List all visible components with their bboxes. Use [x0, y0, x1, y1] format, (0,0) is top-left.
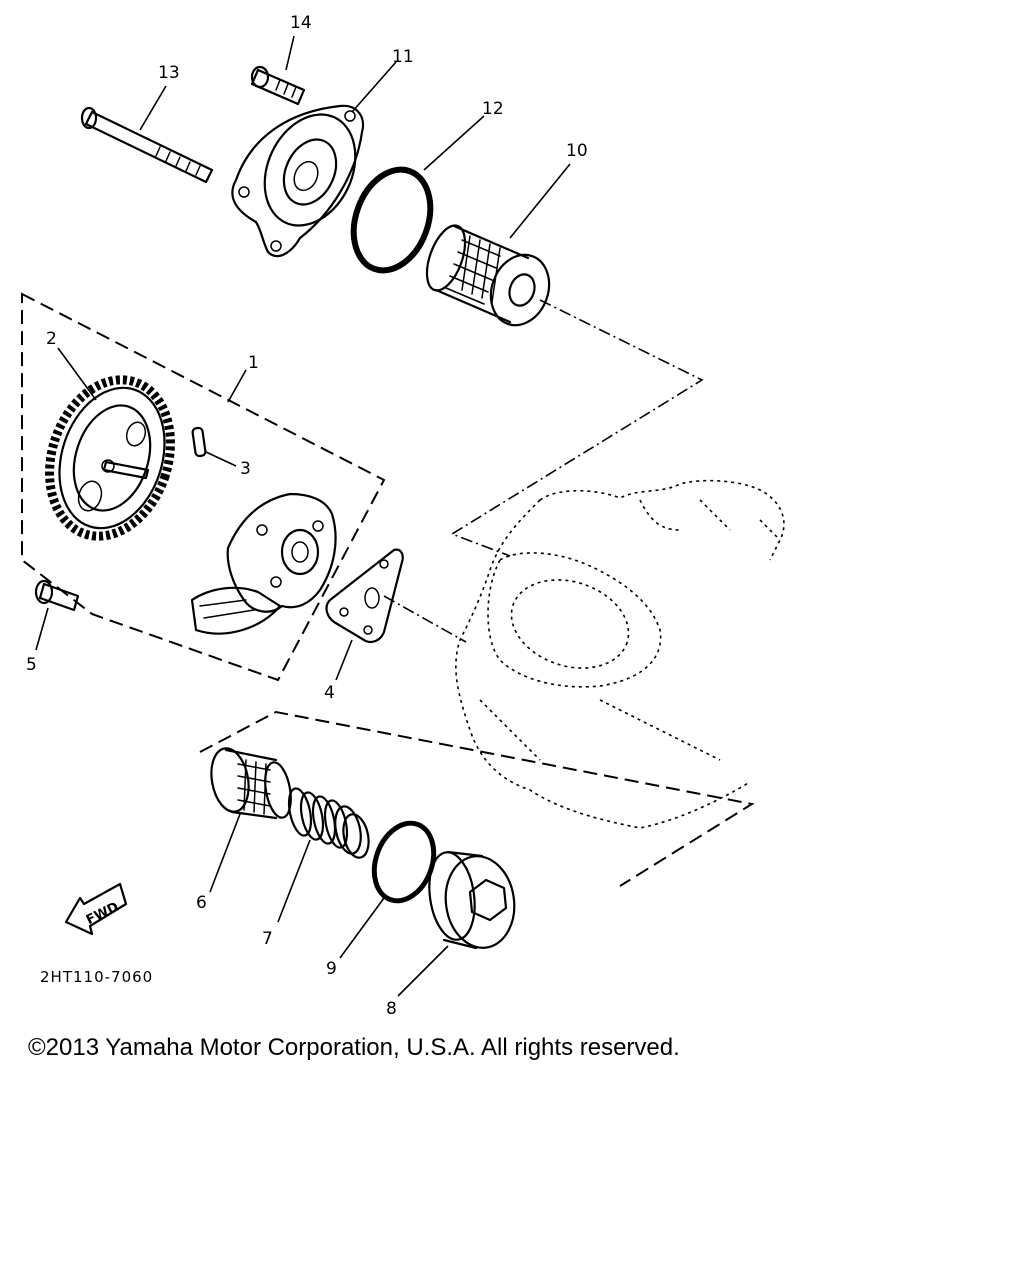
- forward-direction-arrow: FWD: [64, 882, 128, 936]
- callout-3: 3: [240, 459, 251, 479]
- callout-5: 5: [26, 655, 37, 675]
- dowel-pin-part-3: [191, 426, 207, 458]
- o-ring-part-12: [350, 166, 434, 274]
- short-bolt-part-14: [250, 65, 306, 106]
- callout-12: 12: [482, 99, 504, 119]
- leader-lines: [35, 35, 571, 997]
- callout-9: 9: [326, 959, 337, 979]
- filter-alignment-line: [450, 299, 704, 557]
- oil-filter-element-part-10: [425, 224, 551, 327]
- callout-4: 4: [324, 683, 335, 703]
- callout-14: 14: [290, 13, 312, 33]
- callout-6: 6: [196, 893, 207, 913]
- oil-pump-assembly-group-box: [21, 292, 386, 682]
- callout-10: 10: [566, 141, 588, 161]
- strainer-spring-part-7: [287, 787, 370, 859]
- o-ring-part-9: [371, 820, 437, 904]
- callout-8: 8: [386, 999, 397, 1019]
- engine-crankcase-outline: [455, 479, 785, 829]
- copyright-notice: ©2013 Yamaha Motor Corporation, U.S.A. A…: [28, 1034, 680, 1061]
- pump-gasket-part-4: [325, 548, 404, 643]
- long-bolt-part-13: [80, 106, 214, 184]
- oil-pump-body: [190, 492, 337, 635]
- pump-screw-part-5: [34, 579, 80, 612]
- callout-7: 7: [262, 929, 273, 949]
- parts-diagram: FWD 1 2 3 4 5 6 7 8 9 10 11 12 13 14 2HT…: [21, 13, 785, 1019]
- callout-11: 11: [392, 47, 414, 67]
- drawing-code: 2HT110-7060: [40, 968, 153, 986]
- callout-1: 1: [248, 353, 259, 373]
- svg-text:FWD: FWD: [84, 900, 121, 928]
- filter-cover-part-11: [231, 104, 365, 258]
- gasket-alignment-line: [383, 595, 467, 643]
- pump-drive-gear-part-2: [45, 375, 175, 541]
- callout-13: 13: [158, 63, 180, 83]
- drain-plug-part-8: [428, 850, 516, 950]
- strainer-group-box: [199, 710, 755, 887]
- oil-strainer-part-6: [210, 747, 292, 820]
- callout-2: 2: [46, 329, 57, 349]
